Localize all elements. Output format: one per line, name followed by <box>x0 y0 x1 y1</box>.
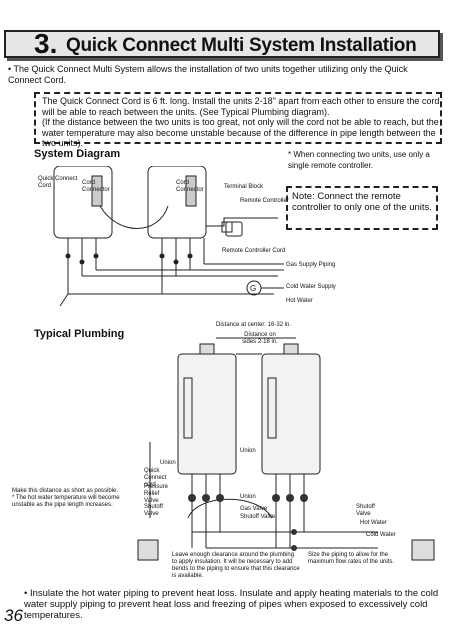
system-diagram: G Quick Connect Cord Cord Connector Cord… <box>38 165 442 314</box>
label-cord-connector-2: Cord Connector <box>176 180 204 193</box>
caption-pipe-size: Size the piping to allow for the maximum… <box>308 552 395 565</box>
page-number: 36 <box>4 606 23 625</box>
section-title: Quick Connect Multi System Installation <box>66 35 417 56</box>
typical-plumbing-drawing <box>137 337 435 561</box>
label-pressure-relief-valve: Pressure Relief Valve <box>144 484 169 504</box>
label-hot-water: Hot Water <box>286 298 313 304</box>
section-number: 3. <box>34 28 58 59</box>
label-distance-sides: Distance on sides 2-18 in. <box>242 332 278 345</box>
label-terminal-block: Terminal Block <box>224 184 264 190</box>
section-header: 3. Quick Connect Multi System Installati… <box>4 28 444 60</box>
notice-line-2: (If the distance between the two units i… <box>42 117 439 148</box>
label-gas-valve: Gas Valve <box>240 506 268 512</box>
label-quick-connect-cord-2: Quick Connect cord <box>144 468 167 488</box>
label-cold-water-supply: Cold Water Supply <box>286 284 336 290</box>
label-shutoff-valve-3: Shutoff Valve <box>356 504 375 517</box>
notice-line-1: The Quick Connect Cord is 6 ft. long. In… <box>42 96 440 117</box>
section-header-box <box>4 30 440 58</box>
label-cold-water-2: Cold Water <box>366 532 396 538</box>
label-gas-supply: Gas Supply Piping <box>286 262 336 268</box>
system-side-note: * When connecting two units, use only a … <box>288 150 430 170</box>
intro-text: • The Quick Connect Multi System allows … <box>8 64 408 85</box>
svg-text:G: G <box>250 284 256 293</box>
label-remote-controller: Remote Controller <box>240 198 289 204</box>
label-cord-connector-1: Cord Connector <box>82 180 110 193</box>
label-remote-controller-cord: Remote Controller Cord <box>222 248 286 254</box>
remote-note-box: Note: Connect the remote controller to o… <box>286 186 438 230</box>
label-union-2: Union <box>240 448 256 454</box>
label-distance-center: Distance at center: 16-32 in. <box>216 322 292 328</box>
caption-clearance: Leave enough clearance around the plumbi… <box>172 552 300 579</box>
label-union-3: Union <box>240 494 256 500</box>
plumbing-left-note: Make this distance as short as possible.… <box>12 488 120 508</box>
system-diagram-drawing: G <box>53 165 284 307</box>
typical-plumbing-diagram: Distance at center: 16-32 in. Distance o… <box>88 318 442 586</box>
label-hot-water-2: Hot Water <box>360 520 387 526</box>
label-shutoff-valve-1: Shutoff Valve <box>144 504 163 517</box>
label-shutoff-valve-2: Shutoff Valve <box>240 514 276 520</box>
label-union-1: Union <box>160 460 176 466</box>
label-quick-connect-cord: Quick Connect Cord <box>38 176 78 189</box>
notice-box: The Quick Connect Cord is 6 ft. long. In… <box>34 92 442 148</box>
bottom-note: • Insulate the hot water piping to preve… <box>24 588 439 621</box>
system-diagram-title: System Diagram <box>34 148 121 160</box>
typical-plumbing-title: Typical Plumbing <box>34 328 125 340</box>
